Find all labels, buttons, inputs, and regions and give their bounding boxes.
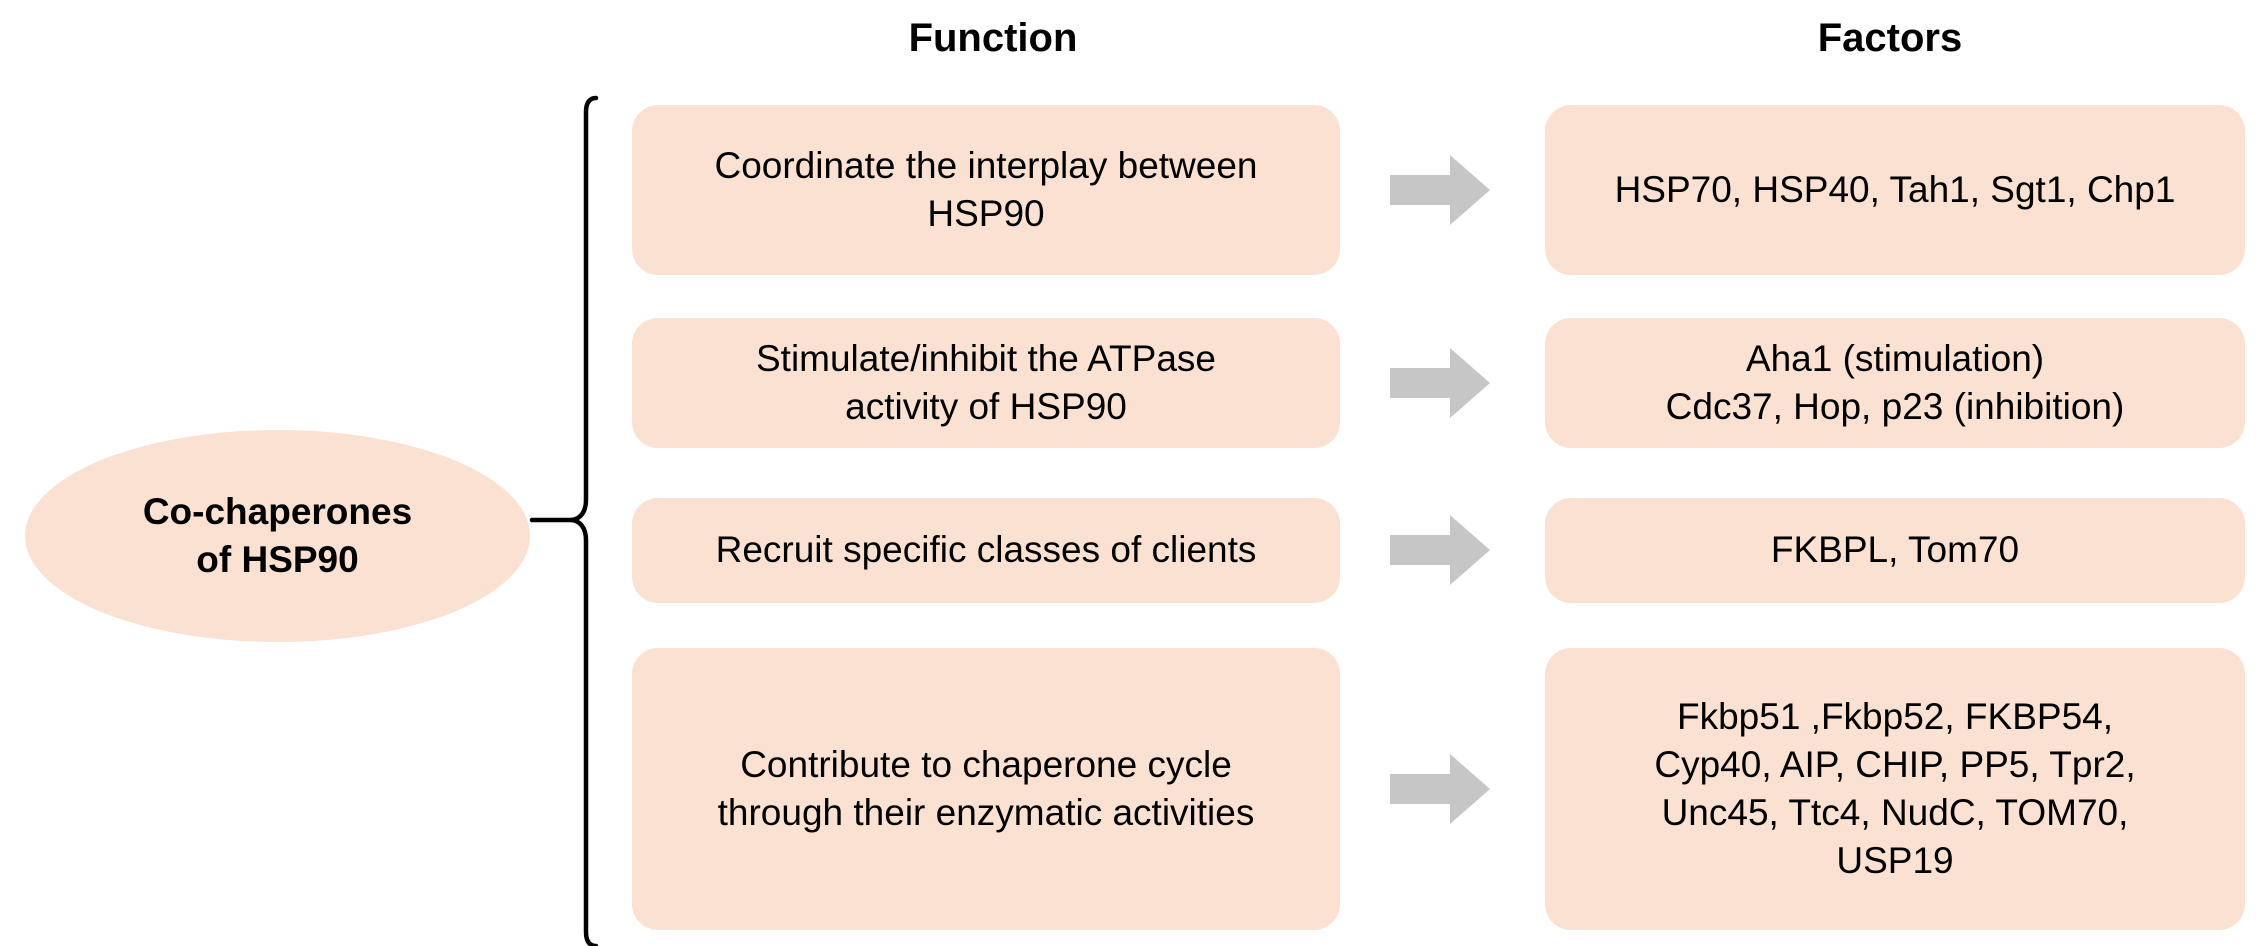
right-arrow-icon [1390, 155, 1490, 225]
factors-box-label: Fkbp51 ,Fkbp52, FKBP54, Cyp40, AIP, CHIP… [1654, 695, 2136, 882]
right-arrow-icon [1390, 754, 1490, 824]
factors-box: Aha1 (stimulation) Cdc37, Hop, p23 (inhi… [1545, 318, 2245, 448]
right-arrow-icon [1390, 515, 1490, 585]
factors-box-label: FKBPL, Tom70 [1770, 529, 2020, 571]
factors-box-label: HSP70, HSP40, Tah1, Sgt1, Chp1 [1614, 168, 2176, 210]
function-box: Recruit specific classes of clients [632, 498, 1340, 603]
function-box-label: Stimulate/inhibit the ATPase activity of… [755, 337, 1216, 427]
factors-box: Fkbp51 ,Fkbp52, FKBP54, Cyp40, AIP, CHIP… [1545, 648, 2245, 930]
column-header-function: Function [908, 16, 1078, 60]
factors-box: HSP70, HSP40, Tah1, Sgt1, Chp1 [1545, 105, 2245, 275]
function-box: Contribute to chaperone cycle through th… [632, 648, 1340, 930]
function-box: Stimulate/inhibit the ATPase activity of… [632, 318, 1340, 448]
function-box: Coordinate the interplay between HSP90 [632, 105, 1340, 275]
curly-brace-icon [529, 95, 599, 946]
factors-box: FKBPL, Tom70 [1545, 498, 2245, 603]
function-box-label: Coordinate the interplay between HSP90 [714, 144, 1258, 234]
function-box-label: Contribute to chaperone cycle through th… [717, 743, 1255, 833]
root-node-co-chaperones: Co-chaperones of HSP90 [25, 430, 530, 642]
factors-box-label: Aha1 (stimulation) Cdc37, Hop, p23 (inhi… [1665, 337, 2125, 427]
root-node-label: Co-chaperones of HSP90 [142, 490, 413, 580]
function-box-label: Recruit specific classes of clients [715, 529, 1257, 571]
right-arrow-icon [1390, 348, 1490, 418]
column-header-factors: Factors [1817, 16, 1963, 60]
